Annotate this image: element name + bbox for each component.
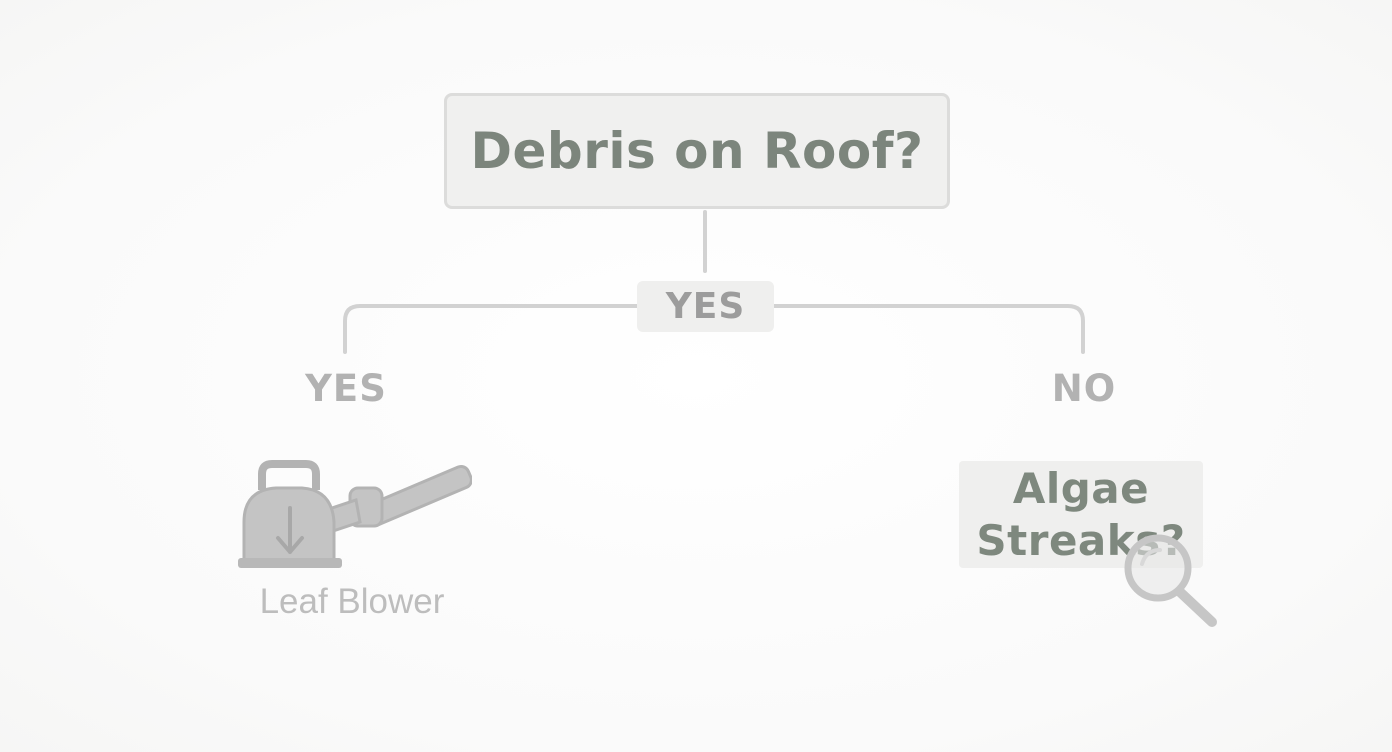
- center-yes-label: YES: [637, 281, 774, 332]
- leaf-blower-caption: Leaf Blower: [259, 582, 445, 621]
- center-yes-text: YES: [665, 286, 746, 327]
- leaf-blower-icon: [238, 460, 472, 568]
- question-node: Debris on Roof?: [444, 93, 950, 209]
- yes-branch-label: YES: [305, 367, 387, 410]
- question-text: Debris on Roof?: [470, 122, 924, 180]
- left-branch-connector: [343, 304, 639, 354]
- no-branch-label: NO: [1051, 367, 1117, 410]
- right-branch-connector: [772, 304, 1085, 354]
- magnifier-icon: [1124, 534, 1217, 627]
- follow-up-question-text: Algae Streaks?: [976, 463, 1186, 565]
